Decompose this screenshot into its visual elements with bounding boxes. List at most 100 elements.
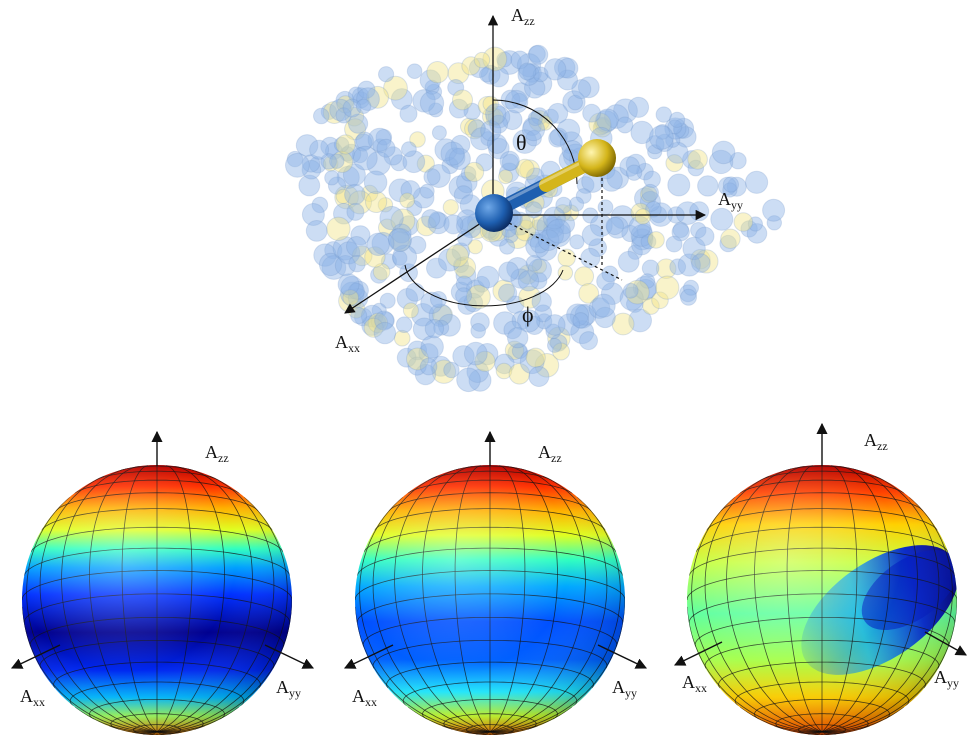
protein-atom [452, 345, 475, 368]
protein-atom [448, 98, 469, 119]
protein-atom [525, 201, 543, 219]
sphere-1: Azz Axx Ayy [10, 430, 315, 735]
protein-atom [350, 225, 371, 246]
protein-atom [426, 164, 451, 188]
protein-atom [480, 64, 501, 85]
protein-atom [337, 273, 360, 296]
protein-atom [634, 208, 652, 225]
protein-atom [647, 231, 665, 249]
protein-atom [476, 343, 499, 366]
protein-atom [419, 90, 445, 116]
protein-atom [456, 171, 478, 194]
protein-atom [378, 66, 395, 83]
protein-atom [498, 169, 514, 185]
protein-atom [431, 125, 447, 141]
protein-atom [372, 263, 391, 281]
axx-arrow [10, 644, 61, 669]
protein-atom [494, 353, 515, 375]
protein-atom [641, 259, 660, 278]
protein-atom [344, 183, 366, 206]
protein-atom [367, 127, 392, 152]
protein-atom [518, 62, 537, 81]
protein-atom [309, 139, 330, 160]
protein-atom [572, 312, 590, 329]
protein-atom [366, 232, 390, 257]
protein-atom [634, 278, 657, 301]
protein-atom [546, 218, 571, 244]
protein-atom [415, 215, 437, 237]
protein-atom [488, 66, 510, 88]
protein-atom [596, 108, 619, 132]
protein-atom [528, 109, 551, 132]
protein-atom [631, 234, 653, 256]
protein-atom [391, 223, 412, 244]
protein-atom [455, 287, 473, 305]
protein-atom [468, 57, 489, 79]
azz-label: Azz [864, 430, 888, 453]
protein-atom [580, 247, 601, 269]
protein-atom [448, 147, 471, 170]
protein-atom [574, 303, 597, 326]
protein-atom [473, 51, 491, 69]
protein-atom [594, 306, 616, 329]
protein-atom [766, 215, 782, 231]
protein-atom [503, 228, 519, 244]
protein-atom [447, 79, 465, 96]
protein-atom [408, 235, 427, 255]
protein-atom [409, 131, 426, 148]
protein-atom [414, 363, 437, 386]
protein-atom [455, 275, 473, 293]
protein-atom [683, 279, 699, 296]
protein-atom [616, 116, 634, 134]
protein-atom [480, 131, 496, 147]
protein-atom [596, 271, 615, 291]
protein-atom [366, 85, 390, 109]
protein-atom [639, 185, 658, 204]
protein-atom [619, 286, 644, 311]
protein-atom [498, 283, 518, 303]
protein-atom [549, 334, 568, 352]
protein-atom [485, 103, 507, 125]
protein-atom [722, 182, 738, 198]
protein-atom [355, 98, 372, 115]
protein-atom [492, 279, 516, 303]
protein-atom [372, 138, 388, 154]
protein-atom [628, 215, 651, 239]
protein-atom [418, 343, 439, 364]
protein-atom [313, 243, 337, 267]
protein-atom [655, 133, 674, 152]
protein-atom [627, 96, 650, 118]
protein-atom [524, 315, 545, 335]
protein-atom [388, 227, 412, 252]
protein-atom [570, 320, 595, 345]
protein-atom [428, 211, 447, 230]
protein-atom [515, 158, 535, 178]
protein-atom [407, 340, 428, 361]
protein-atom [350, 307, 368, 325]
protein-atom [402, 302, 419, 319]
protein-atom [690, 249, 711, 270]
protein-atom [740, 220, 758, 238]
protein-atom [536, 313, 553, 330]
protein-atom [639, 190, 661, 212]
protein-atom [455, 264, 477, 286]
protein-atom [392, 244, 418, 270]
protein-atom [379, 292, 396, 309]
axx-label: Axx [682, 672, 707, 695]
protein-atom [337, 241, 361, 265]
protein-atom [430, 355, 452, 377]
protein-atom [694, 249, 719, 274]
protein-atom [333, 136, 350, 153]
protein-atom [593, 116, 612, 135]
protein-atom [673, 122, 690, 139]
protein-atom [363, 317, 384, 338]
protein-atom [628, 308, 652, 333]
protein-atom [460, 117, 478, 136]
protein-atom [376, 138, 396, 158]
protein-atom [529, 271, 548, 290]
protein-atom [440, 141, 465, 166]
protein-atom [640, 233, 657, 250]
protein-atom [326, 216, 351, 242]
protein-atom [521, 118, 546, 142]
protein-atom [399, 192, 416, 209]
